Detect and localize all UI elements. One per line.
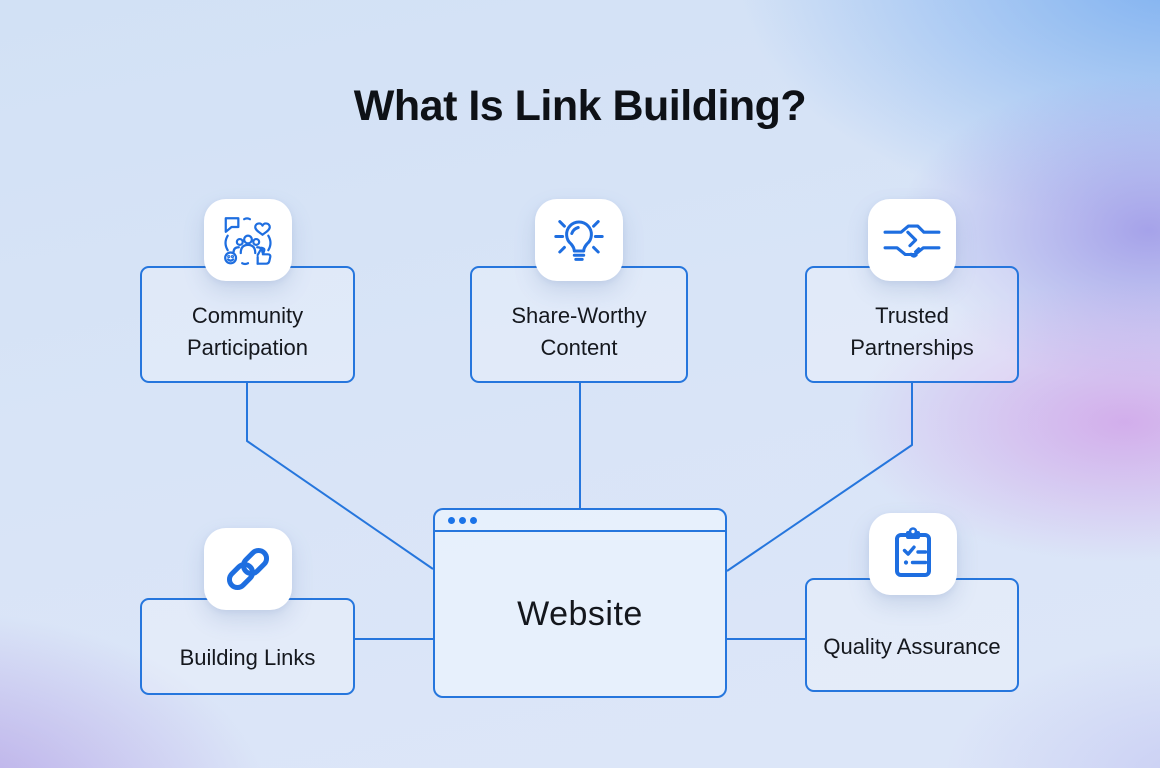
page-title: What Is Link Building? <box>353 82 807 130</box>
browser-dot-icon <box>448 516 455 524</box>
lightbulb-icon <box>551 212 607 268</box>
node-label: Trusted Partnerships <box>850 303 974 360</box>
node-quality-assurance: Quality Assurance <box>805 578 1019 692</box>
icon-card-quality <box>869 513 957 595</box>
node-label: Share-Worthy Content <box>511 303 647 360</box>
icon-card-building-links <box>204 528 292 610</box>
node-building-links: Building Links <box>140 598 355 695</box>
browser-header <box>435 510 725 532</box>
node-label: Building Links <box>179 644 316 670</box>
handshake-icon <box>883 221 941 259</box>
clipboard-checklist-icon <box>885 526 941 582</box>
node-label: Community Participation <box>186 303 309 360</box>
browser-dot-icon <box>459 516 466 524</box>
icon-card-share-worthy <box>535 199 623 281</box>
node-label: Quality Assurance <box>823 634 1001 660</box>
community-icon <box>219 214 277 267</box>
node-trusted-partnerships: Trusted Partnerships <box>805 266 1019 383</box>
icon-card-partnerships <box>868 199 956 281</box>
browser-body: Website <box>435 532 725 696</box>
browser-dot-icon <box>470 516 477 524</box>
website-node: Website <box>433 508 727 698</box>
website-label: Website <box>517 594 643 633</box>
node-community-participation: Community Participation <box>140 266 355 383</box>
icon-card-community <box>204 199 292 281</box>
node-share-worthy-content: Share-Worthy Content <box>470 266 688 383</box>
chain-link-icon <box>220 541 276 597</box>
